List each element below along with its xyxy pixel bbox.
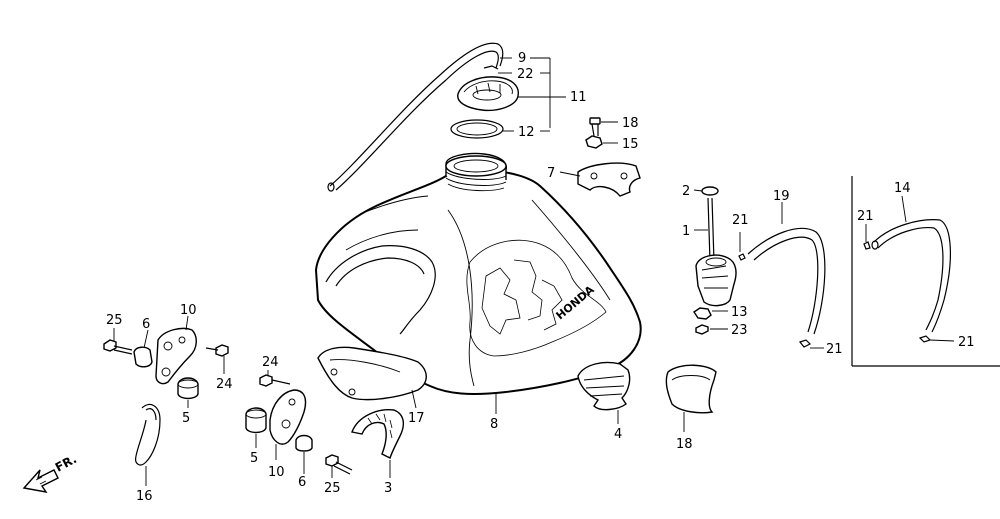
tank-band-18 (665, 364, 717, 414)
callout-15: 16 (136, 489, 153, 504)
front-direction-arrow-icon (22, 469, 59, 493)
fuel-cap (457, 76, 519, 112)
bracket-10-a (155, 327, 197, 385)
callout-6-b: 6 (298, 475, 306, 490)
fuel-hose-14 (871, 219, 951, 333)
callout-2: 2 (682, 184, 690, 199)
front-direction-label: FR. (53, 452, 79, 475)
callout-24-a: 24 (216, 377, 233, 392)
bolt-25-b (325, 454, 353, 475)
callout-9: 9 (518, 51, 526, 66)
callout-4: 4 (614, 427, 622, 442)
callout-18: 18 (676, 437, 693, 452)
callout-16: 15 (622, 137, 639, 152)
tank-band-4 (577, 361, 631, 411)
clip-21-c (863, 241, 871, 250)
tank-bracket-7 (577, 162, 641, 197)
callout-10-b: 10 (268, 465, 285, 480)
callout-11: 11 (570, 90, 587, 105)
callout-21-d: 21 (958, 335, 975, 350)
callout-5-a: 5 (182, 411, 190, 426)
washer-2 (701, 186, 719, 196)
bolt-19 (589, 117, 601, 137)
callout-3: 3 (384, 481, 392, 496)
fuel-valve (695, 197, 737, 307)
callout-labels: 9 22 11 12 18 15 7 2 1 21 19 13 23 21 14… (106, 51, 975, 504)
callout-5-b: 5 (250, 451, 258, 466)
callout-20: 19 (773, 189, 790, 204)
strap-3 (351, 409, 405, 459)
callout-13: 13 (731, 305, 748, 320)
clip-21-b (798, 339, 812, 348)
collar-6-a (133, 346, 153, 368)
cap-clip (483, 65, 499, 70)
leader-lines (113, 57, 955, 486)
callout-25-b: 25 (324, 481, 341, 496)
callout-22: 22 (517, 67, 534, 82)
valve-nut-13 (693, 307, 712, 320)
heat-shield-17 (317, 346, 427, 401)
fuel-tube-20 (747, 227, 826, 335)
grommet-5-a (177, 377, 199, 400)
collar-6-b (295, 434, 313, 452)
bolt-24-b (259, 374, 291, 387)
callout-25-a: 25 (106, 313, 123, 328)
fuel-tank: HONDA (314, 152, 642, 395)
callout-6-a: 6 (142, 317, 150, 332)
cap-gasket (450, 119, 504, 139)
bolt-25-a (103, 339, 133, 355)
clip-21-d (918, 335, 932, 343)
clip-21-a (738, 253, 746, 261)
callout-14: 14 (894, 181, 911, 196)
screw-23 (695, 324, 709, 335)
clip-15 (135, 403, 161, 466)
callout-23: 23 (731, 323, 748, 338)
hose-14-bracket-lines (851, 176, 1000, 367)
callout-12: 12 (518, 125, 535, 140)
callout-10-a: 10 (180, 303, 197, 318)
bracket-10-b (269, 389, 307, 445)
bolt-24-a (205, 344, 229, 357)
callout-24-b: 24 (262, 355, 279, 370)
callout-1: 1 (682, 224, 690, 239)
callout-19: 18 (622, 116, 639, 131)
callout-7: 7 (547, 166, 555, 181)
callout-8: 8 (490, 417, 498, 432)
callout-21-c: 21 (857, 209, 874, 224)
callout-21-b: 21 (826, 342, 843, 357)
grommet-5-b (245, 407, 267, 434)
callout-21-a: 21 (732, 213, 749, 228)
callout-17: 17 (408, 411, 425, 426)
breather-hose (327, 42, 504, 192)
nut-16 (585, 135, 603, 149)
